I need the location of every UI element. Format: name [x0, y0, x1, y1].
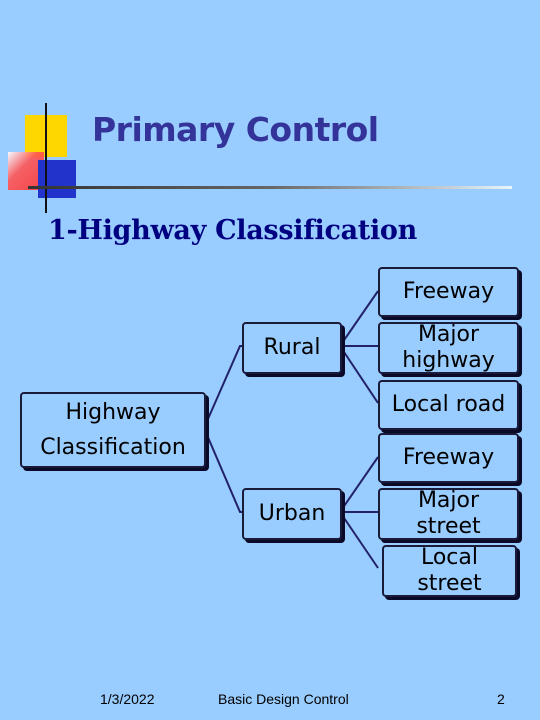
node-urban-major-street-label: Major street	[416, 488, 481, 539]
connector-urban-freeway	[339, 456, 379, 513]
node-rural-freeway: Freeway	[378, 267, 519, 317]
node-rural-local-road-label: Local road	[391, 392, 506, 417]
node-urban-freeway-label: Freeway	[402, 445, 495, 470]
node-highway-classification: Highway Classification	[20, 392, 206, 468]
node-highway-classification-label: Highway Classification	[40, 400, 186, 460]
decor-vertical-line	[45, 103, 47, 213]
footer-date: 1/3/2022	[100, 691, 155, 707]
connector-rural-freeway	[339, 290, 379, 347]
node-rural-local-road: Local road	[378, 380, 519, 430]
connector-root-urban	[203, 427, 242, 513]
decor-blue-square	[38, 160, 76, 198]
connector-urban-local	[339, 511, 379, 569]
node-rural-major-highway: Major highway	[378, 322, 519, 374]
node-rural-major-highway-label: Major highway	[402, 322, 495, 373]
node-urban-major-street: Major street	[378, 488, 519, 540]
footer-course: Basic Design Control	[218, 691, 349, 707]
footer-page-number: 2	[497, 691, 505, 707]
node-rural-freeway-label: Freeway	[402, 279, 495, 304]
node-urban-freeway: Freeway	[378, 433, 519, 483]
node-urban-label: Urban	[258, 501, 326, 526]
decor-horizontal-line	[28, 186, 512, 189]
node-rural-label: Rural	[263, 335, 321, 360]
node-rural: Rural	[242, 322, 342, 374]
node-urban-local-street: Local street	[382, 545, 517, 597]
node-urban: Urban	[242, 488, 342, 540]
connector-root-rural	[203, 345, 242, 429]
slide-subtitle: 1-Highway Classification	[48, 215, 417, 246]
connector-rural-local	[339, 345, 379, 404]
node-urban-local-street-label: Local street	[417, 545, 482, 596]
slide-title: Primary Control	[92, 110, 379, 149]
